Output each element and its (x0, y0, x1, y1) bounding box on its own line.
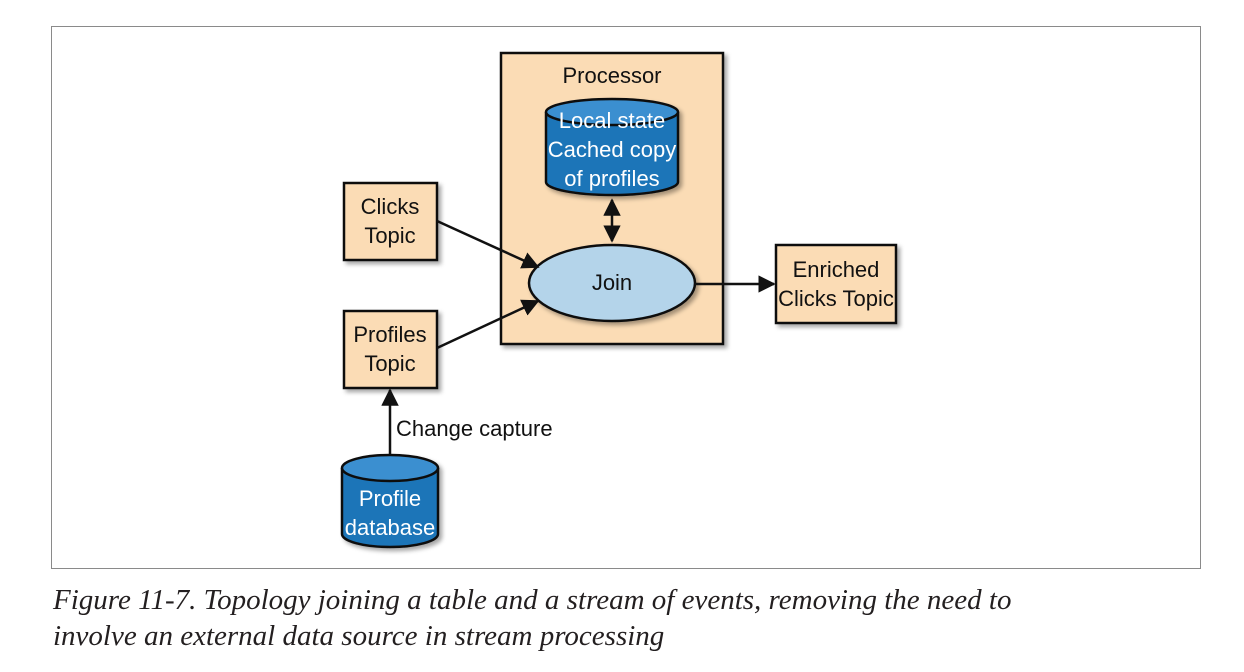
caption-line-2: involve an external data source in strea… (53, 620, 665, 652)
local-state-line-1: Local state (559, 108, 665, 133)
profiles-topic-box (342, 309, 439, 390)
clicks-topic-line-1: Clicks (361, 194, 420, 219)
processor-label: Processor (562, 63, 661, 88)
join-label: Join (592, 270, 632, 295)
profile-database-line-2: database (345, 515, 436, 540)
local-state-line-3: of profiles (564, 166, 659, 191)
local-state-cylinder (544, 97, 680, 197)
profile-database-cylinder (340, 453, 440, 549)
enriched-topic-line-2: Clicks Topic (778, 286, 894, 311)
figure-caption: Figure 11-7. Topology joining a table an… (53, 582, 1203, 654)
profiles-topic-line-1: Profiles (353, 322, 426, 347)
clicks-topic-line-2: Topic (364, 223, 415, 248)
local-state-line-2: Cached copy (548, 137, 676, 162)
enriched-topic-line-1: Enriched (793, 257, 880, 282)
clicks-to-join-arrow (436, 219, 540, 269)
profile-database-line-1: Profile (359, 486, 421, 511)
profiles-to-join-arrow (436, 299, 540, 350)
change-capture-label: Change capture (396, 416, 553, 441)
profiles-topic-line-2: Topic (364, 351, 415, 376)
enriched-clicks-topic-box (774, 243, 898, 325)
caption-line-1: Figure 11-7. Topology joining a table an… (53, 584, 1012, 616)
